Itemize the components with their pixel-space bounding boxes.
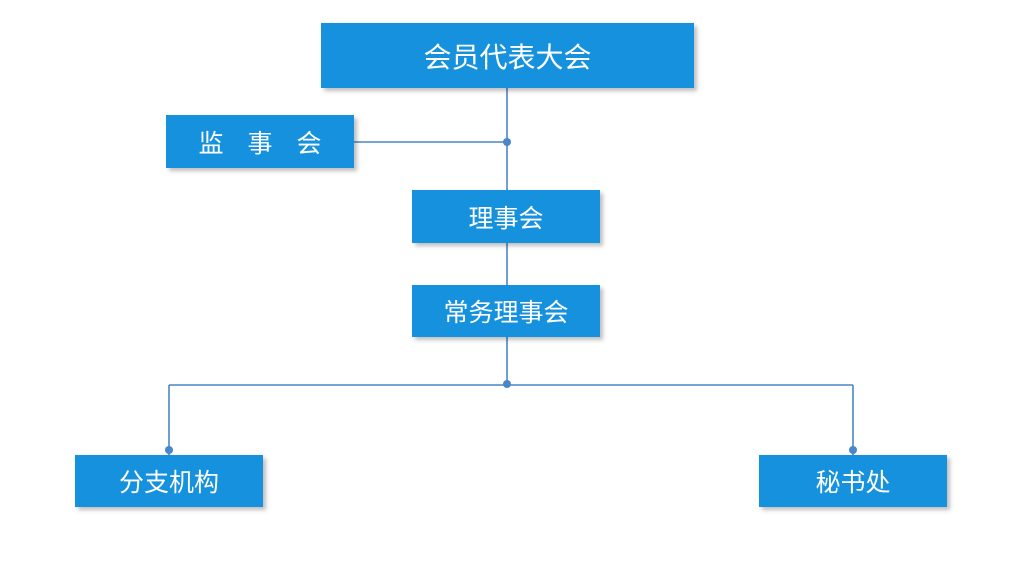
node-standing-council: 常务理事会 <box>412 285 600 337</box>
junction-dot-supervisory <box>503 138 511 146</box>
node-secretariat: 秘书处 <box>759 455 947 507</box>
node-supervisory-board: 监 事 会 <box>166 115 354 168</box>
node-label: 秘书处 <box>815 468 891 497</box>
junction-dot-secretariat <box>849 446 857 454</box>
node-branch-organizations: 分支机构 <box>75 455 263 507</box>
junction-dot-bus <box>503 380 511 388</box>
node-council: 理事会 <box>412 190 600 243</box>
node-label: 会员代表大会 <box>423 40 592 74</box>
node-label: 常务理事会 <box>443 298 569 327</box>
node-member-assembly: 会员代表大会 <box>321 23 694 88</box>
node-label: 监 事 会 <box>198 128 330 158</box>
node-label: 分支机构 <box>118 468 219 497</box>
junction-dot-branches <box>165 446 173 454</box>
node-label: 理事会 <box>468 203 544 233</box>
